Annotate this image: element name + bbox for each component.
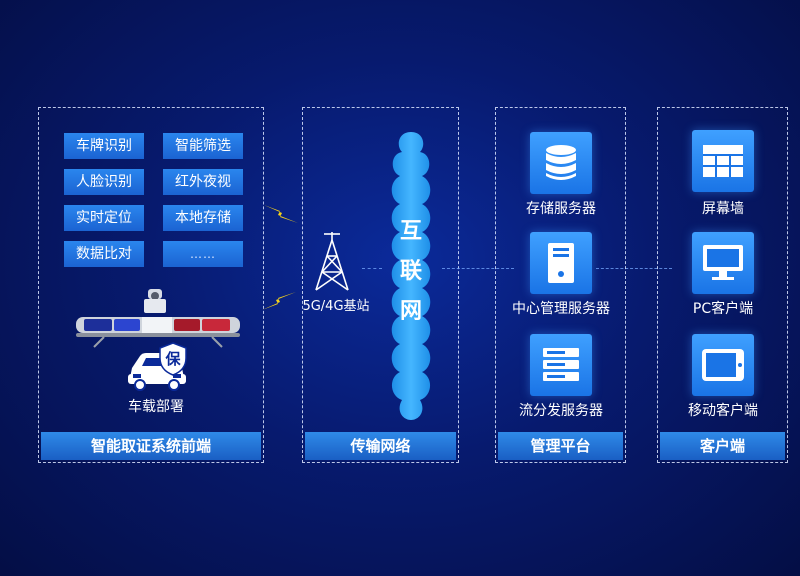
network-panel: 传输网络 [302,107,459,463]
video-wall-icon [703,145,743,177]
video-wall-tile [692,130,754,192]
feature-smart-filter: 智能筛选 [163,133,243,159]
feature-local-storage: 本地存储 [163,205,243,231]
police-lightbar-icon [76,289,240,348]
server-tower-icon [548,243,574,283]
shield-icon [159,342,187,376]
client-panel: 客户端 [657,107,788,463]
feature-plate-recognition: 车牌识别 [64,133,144,159]
connector-line [442,268,514,269]
lightning-icon [264,205,298,223]
feature-data-compare: 数据比对 [64,241,144,267]
frontend-panel: 智能取证系统前端 [38,107,264,463]
shield-badge: 保 [158,342,188,376]
feature-face-recognition: 人脸识别 [64,169,144,195]
internet-cloud-icon [391,132,431,420]
mobile-client-label: 移动客户端 [688,403,758,419]
video-wall-label: 屏幕墙 [702,201,744,217]
tablet-icon [702,349,744,381]
tower-label: 5G/4G基站 [302,299,370,314]
lightning-icon [262,292,296,310]
network-title: 传输网络 [305,432,456,460]
connector-line [596,268,672,269]
pc-client-label: PC客户端 [692,301,754,317]
center-server-label: 中心管理服务器 [512,301,610,317]
frontend-title: 智能取证系统前端 [41,432,261,460]
feature-infrared-night: 红外夜视 [163,169,243,195]
cloud-text-1: 互 [399,219,422,244]
client-title: 客户端 [660,432,785,460]
storage-server-label: 存储服务器 [526,201,596,217]
feature-more: …… [163,241,243,267]
cloud-text-3: 网 [399,299,422,324]
connector-line [362,268,382,269]
stream-server-label: 流分发服务器 [519,403,603,419]
vehicle-label: 车载部署 [128,399,184,415]
center-server-tile [530,232,592,294]
management-title: 管理平台 [498,432,623,460]
shield-badge-text: 保 [165,350,181,368]
monitor-icon [703,245,743,280]
mobile-client-tile [692,334,754,396]
feature-realtime-location: 实时定位 [64,205,144,231]
cloud-text-2: 联 [399,259,422,284]
management-panel: 管理平台 [495,107,626,463]
storage-server-tile [530,132,592,194]
server-rack-icon [543,348,579,381]
database-icon [546,145,576,180]
pc-client-tile [692,232,754,294]
stream-server-tile [530,334,592,396]
signal-tower-icon [315,232,349,291]
